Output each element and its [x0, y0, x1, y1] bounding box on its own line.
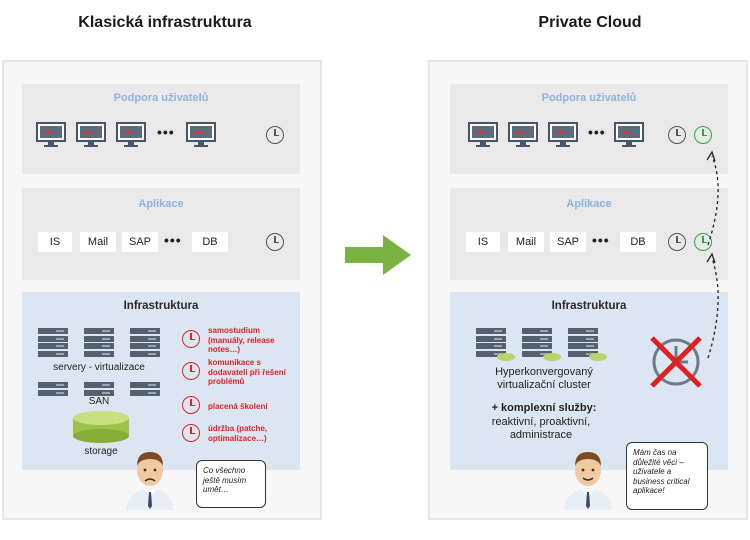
monitor-icon	[468, 122, 498, 147]
right-support-title: Podpora uživatelů	[541, 92, 637, 104]
app-box-is: IS	[466, 232, 500, 252]
storage-disk-icon	[589, 353, 607, 361]
clock-icon	[182, 362, 200, 380]
app-box-db: DB	[620, 232, 656, 252]
worried-person-icon	[126, 452, 174, 510]
server-icon	[522, 328, 552, 358]
storage-icon	[73, 411, 129, 443]
clock-icon	[266, 126, 284, 144]
services-text: reaktivní, proaktivní, administrace	[491, 416, 591, 441]
left-speech-bubble: Co všechno ještě musím umět…	[196, 460, 266, 508]
right-support-section: Podpora uživatelů •••	[450, 84, 728, 174]
server-icon	[476, 328, 506, 358]
server-icon	[38, 328, 68, 358]
san-server-icon	[130, 382, 160, 397]
left-support-section: Podpora uživatelů •••	[22, 84, 300, 174]
monitor-icon	[508, 122, 538, 147]
clock-icon	[182, 396, 200, 414]
left-support-title: Podpora uživatelů	[113, 92, 209, 104]
storage-disk-icon	[497, 353, 515, 361]
ellipsis: •••	[592, 232, 610, 248]
san-label: SAN	[88, 396, 110, 407]
right-apps-section: Aplikace IS Mail SAP ••• DB	[450, 188, 728, 280]
server-icon	[84, 328, 114, 358]
task-vendor-communication: komunikace s dodavateli při řešení probl…	[208, 358, 286, 386]
storage-label: storage	[84, 446, 118, 457]
happy-person-icon	[564, 452, 612, 510]
san-server-icon	[84, 382, 114, 397]
right-infra-title: Infrastruktura	[551, 300, 627, 312]
cluster-label: Hyperkonvergovaný virtualizační cluster	[495, 366, 593, 391]
clock-icon	[266, 233, 284, 251]
monitor-icon	[614, 122, 644, 147]
monitor-icon	[116, 122, 146, 147]
clock-icon	[668, 126, 686, 144]
server-icon	[568, 328, 598, 358]
task-self-study: samostudium (manuály, release notes…)	[208, 326, 275, 354]
app-box-sap: SAP	[122, 232, 158, 252]
clock-icon	[182, 424, 200, 442]
clock-icon	[668, 233, 686, 251]
right-speech-bubble: Mám čas na důležité věci – uživatele a b…	[626, 442, 708, 510]
app-box-db: DB	[192, 232, 228, 252]
green-clock-icon	[694, 233, 712, 251]
app-box-mail: Mail	[508, 232, 544, 252]
arrow-right-icon	[345, 235, 411, 275]
task-paid-training: placená školení	[208, 402, 268, 411]
monitor-icon	[186, 122, 216, 147]
left-apps-section: Aplikace IS Mail SAP ••• DB	[22, 188, 300, 280]
left-title: Klasická infrastruktura	[78, 14, 252, 31]
server-icon	[130, 328, 160, 358]
monitor-icon	[548, 122, 578, 147]
left-infra-title: Infrastruktura	[123, 300, 199, 312]
right-apps-title: Aplikace	[566, 198, 612, 210]
red-x-icon	[650, 336, 702, 388]
dashed-arrows	[706, 150, 719, 359]
task-maintenance: údržba (patche, optimalizace…)	[208, 424, 268, 443]
ellipsis: •••	[157, 124, 175, 140]
app-box-sap: SAP	[550, 232, 586, 252]
servers-label: servery - virtualizace	[53, 362, 145, 373]
ellipsis: •••	[588, 124, 606, 140]
left-infra-section: Infrastruktura servery - virtualizace SA…	[22, 292, 300, 470]
clock-icon	[182, 330, 200, 348]
storage-disk-icon	[543, 353, 561, 361]
ellipsis: •••	[164, 232, 182, 248]
right-title: Private Cloud	[538, 14, 642, 31]
san-server-icon	[38, 382, 68, 397]
left-apps-title: Aplikace	[138, 198, 184, 210]
green-clock-icon	[694, 126, 712, 144]
monitor-icon	[76, 122, 106, 147]
app-box-mail: Mail	[80, 232, 116, 252]
services-title: + komplexní služby:	[491, 402, 597, 414]
monitor-icon	[36, 122, 66, 147]
right-infra-section: Infrastruktura Hyperkonvergovaný virtual…	[450, 292, 728, 470]
app-box-is: IS	[38, 232, 72, 252]
